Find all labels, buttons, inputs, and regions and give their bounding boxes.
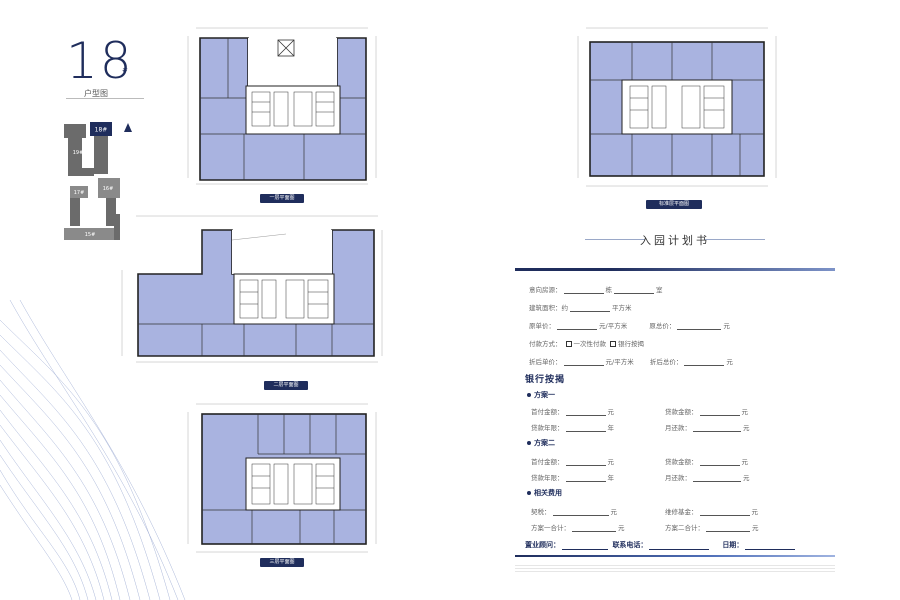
floor-plan-3: 三层平面图 <box>182 398 382 567</box>
field-room[interactable] <box>614 287 654 294</box>
form-header-bar <box>515 268 835 271</box>
row-room: 意向房源：栋室 <box>529 286 663 294</box>
floor-plan-2: 二层平面图 <box>116 210 386 390</box>
plan2-row-b: 贷款金额：元 <box>665 458 748 466</box>
form-title: 入园计划书 <box>640 234 710 247</box>
svg-text:16#: 16# <box>103 186 114 192</box>
keyplan-current: 18# <box>95 127 108 134</box>
row-discount: 折后单价：元/平方米 折后总价：元 <box>529 358 733 366</box>
plan2-row-a: 首付金额：元 <box>531 458 614 466</box>
svg-text:17#: 17# <box>74 190 85 196</box>
fees-row-d: 方案二合计：元 <box>665 524 759 532</box>
plan2-down-field[interactable] <box>565 459 606 466</box>
field-discount-total[interactable] <box>684 359 725 366</box>
row-unit-price: 原单价：元/平方米 原总价：元 <box>529 322 730 330</box>
checkbox-mortgage[interactable] <box>610 341 616 347</box>
building-number: 18 <box>66 32 134 90</box>
brand-subtitle: 户型图 <box>84 89 108 98</box>
bank-mortgage-heading: 银行按揭 <box>525 375 566 385</box>
plan-tag-2: 二层平面图 <box>264 381 308 390</box>
plan-tag-3: 三层平面图 <box>260 558 304 567</box>
plan1-row-a: 首付金额：元 <box>531 408 614 416</box>
field-total-price[interactable] <box>677 323 722 330</box>
fees-heading: 相关费用 <box>527 488 562 498</box>
plan1-row-b: 贷款金额：元 <box>665 408 748 416</box>
brand-divider <box>66 98 144 99</box>
plan-tag-1: 一层平面图 <box>260 194 304 203</box>
phone-field[interactable] <box>649 543 710 550</box>
date-field[interactable] <box>745 543 796 550</box>
plan1-years-field[interactable] <box>565 425 606 432</box>
row-payment: 付款方式：一次性付款银行按揭 <box>529 340 644 348</box>
floor-plan-4: 标准层平面图 <box>572 22 782 209</box>
plan2-row-c: 贷款年限：年 <box>531 474 614 482</box>
svg-text:15#: 15# <box>85 232 96 238</box>
floor-plan-1: 一层平面图 <box>182 22 382 203</box>
plan1-loan-field[interactable] <box>699 409 740 416</box>
signature-row: 置业顾问： 联系电话： 日期： <box>525 540 797 550</box>
plan2-monthly-field[interactable] <box>693 475 741 482</box>
decorative-wave-lines <box>0 300 186 600</box>
fees-row-c: 方案一合计：元 <box>531 524 625 532</box>
field-unit-price[interactable] <box>557 323 597 330</box>
plan1-total-field[interactable] <box>572 525 616 532</box>
field-building[interactable] <box>563 287 604 294</box>
plan2-row-d: 月还款：元 <box>665 474 750 482</box>
disclaimer-text <box>515 564 835 574</box>
plan-tag-4: 标准层平面图 <box>646 200 702 209</box>
purchase-plan-form: 入园计划书 意向房源：栋室 建筑面积：约平方米 原单价：元/平方米 原总价：元 … <box>515 228 835 588</box>
plan1-monthly-field[interactable] <box>693 425 741 432</box>
plan1-row-c: 贷款年限：年 <box>531 424 614 432</box>
form-footer-bar <box>515 555 835 557</box>
title-line-right <box>705 239 765 240</box>
plan2-total-field[interactable] <box>706 525 750 532</box>
plan2-loan-field[interactable] <box>699 459 740 466</box>
deed-tax-field[interactable] <box>552 509 609 516</box>
svg-text:19#: 19# <box>73 150 84 156</box>
field-discount-unit[interactable] <box>563 359 604 366</box>
plan2-years-field[interactable] <box>565 475 606 482</box>
consultant-field[interactable] <box>562 543 608 550</box>
building-key-plan: 18# 19# 16# 17# 15# <box>64 122 132 240</box>
maintenance-fund-field[interactable] <box>699 509 750 516</box>
fees-row-b: 维修基金：元 <box>665 508 758 516</box>
checkbox-full-payment[interactable] <box>565 341 572 347</box>
fees-row-a: 契税：元 <box>531 508 617 516</box>
title-line-left <box>585 239 645 240</box>
row-area: 建筑面积：约平方米 <box>529 304 632 312</box>
plan1-row-d: 月还款：元 <box>665 424 750 432</box>
plan1-down-field[interactable] <box>565 409 606 416</box>
field-area[interactable] <box>570 305 610 312</box>
plan1-heading: 方案一 <box>527 390 555 400</box>
north-arrow-icon <box>124 123 132 132</box>
plan2-heading: 方案二 <box>527 438 555 448</box>
building-number-suffix: # <box>122 66 128 74</box>
